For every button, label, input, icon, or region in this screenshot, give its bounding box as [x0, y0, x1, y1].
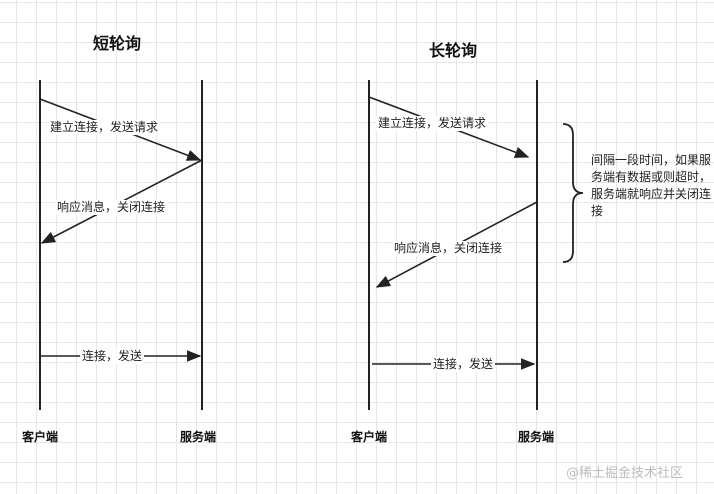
long-client-label: 客户端 — [351, 430, 388, 444]
long-request-label: 建立连接，发送请求 — [376, 116, 489, 131]
watermark: @稀土掘金技术社区 — [566, 466, 684, 481]
short-polling-title: 短轮询 — [93, 34, 142, 53]
curly-brace — [562, 123, 584, 263]
long-polling-note: 间隔一段时间，如果服务端有数据或则超时，服务端就响应并关闭连接 — [591, 153, 712, 218]
long-server-label: 服务端 — [518, 430, 555, 444]
short-server-label: 服务端 — [180, 430, 217, 444]
short-request-label: 建立连接，发送请求 — [48, 120, 161, 135]
long-polling-title: 长轮询 — [429, 41, 478, 60]
short-send-label: 连接，发送 — [80, 349, 145, 364]
long-send-label: 连接，发送 — [431, 357, 496, 372]
long-response-label: 响应消息，关闭连接 — [392, 241, 505, 256]
short-response-label: 响应消息，关闭连接 — [55, 200, 168, 215]
short-client-label: 客户端 — [22, 430, 59, 444]
